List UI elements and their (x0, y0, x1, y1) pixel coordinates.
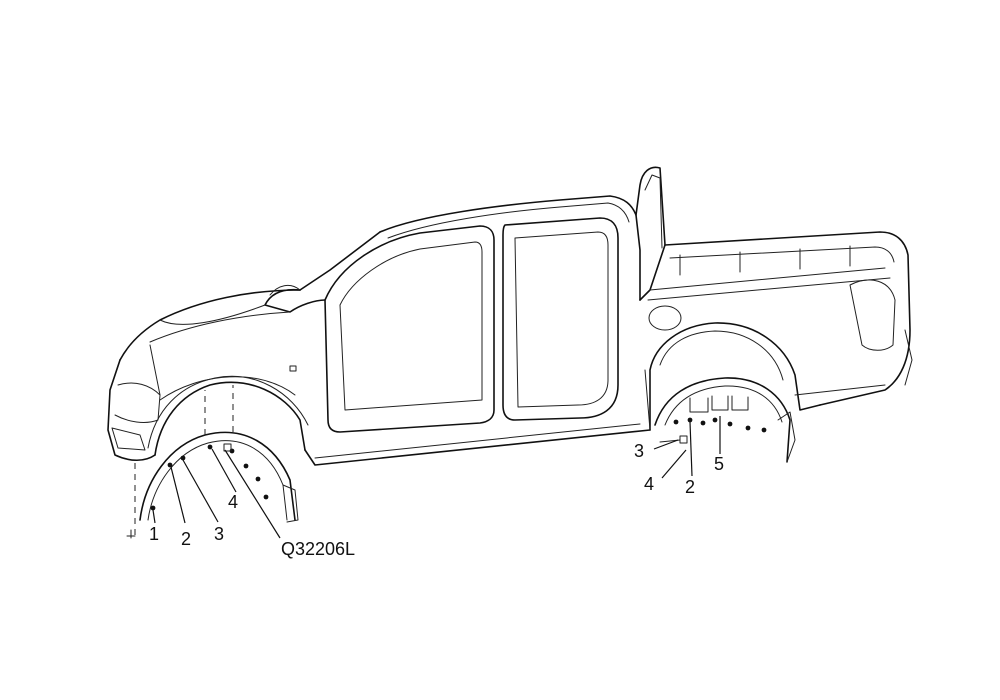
rear-fender-liner (654, 377, 796, 463)
truck-body (107, 166, 913, 466)
leader-lines (152, 416, 721, 539)
callout-rear-5: 5 (714, 454, 724, 474)
callout-rear-2: 2 (685, 477, 695, 497)
callout-front-4: 4 (228, 492, 238, 512)
rear-callouts: 3 4 2 5 (634, 441, 724, 497)
callout-front-3: 3 (214, 524, 224, 544)
callout-front-1: 1 (149, 524, 159, 544)
callout-rear-4: 4 (644, 474, 654, 494)
callout-rear-3: 3 (634, 441, 644, 461)
part-code-label: Q32206L (281, 539, 355, 559)
front-fender-liner (126, 385, 299, 539)
front-callouts: 1 2 3 4 Q32206L (149, 492, 355, 559)
callout-front-2: 2 (181, 529, 191, 549)
